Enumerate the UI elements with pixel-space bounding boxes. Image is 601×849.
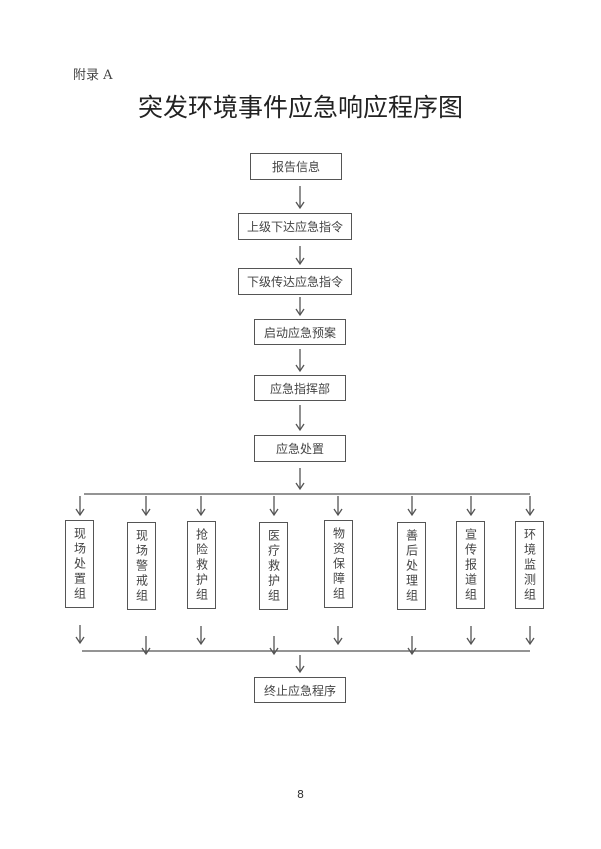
- arrow-head-icon: [295, 423, 305, 432]
- step-terminate: 终止应急程序: [254, 677, 346, 703]
- group-box: 抢险救护组: [187, 521, 216, 609]
- arrow-head-icon: [75, 508, 85, 517]
- arrow-head-icon: [295, 482, 305, 491]
- arrow-head-icon: [295, 201, 305, 210]
- arrow-head-icon: [196, 508, 206, 517]
- arrow-head-icon: [333, 508, 343, 517]
- group-box: 善后处理组: [397, 522, 426, 610]
- arrow-head-icon: [295, 364, 305, 373]
- step-subordinate-relay: 下级传达应急指令: [238, 268, 352, 295]
- arrow-head-icon: [525, 637, 535, 646]
- arrow-head-icon: [196, 637, 206, 646]
- appendix-label: 附录 A: [73, 68, 113, 83]
- group-box: 现场处置组: [65, 520, 94, 608]
- arrow-head-icon: [466, 637, 476, 646]
- arrow-head-icon: [75, 636, 85, 645]
- step-report-info: 报告信息: [250, 153, 342, 180]
- arrow-head-icon: [525, 508, 535, 517]
- group-box: 医疗救护组: [259, 522, 288, 610]
- step-superior-order: 上级下达应急指令: [238, 213, 352, 240]
- group-box: 现场警戒组: [127, 522, 156, 610]
- page-title: 突发环境事件应急响应程序图: [137, 93, 463, 122]
- arrow-head-icon: [295, 665, 305, 674]
- arrow-head-icon: [407, 647, 417, 656]
- arrow-head-icon: [333, 637, 343, 646]
- page-number: 8: [297, 788, 304, 801]
- step-command-center: 应急指挥部: [254, 375, 346, 401]
- step-emergency-handling: 应急处置: [254, 435, 346, 462]
- arrow-head-icon: [141, 508, 151, 517]
- arrow-head-icon: [141, 647, 151, 656]
- arrow-head-icon: [295, 257, 305, 266]
- arrow-head-icon: [269, 508, 279, 517]
- arrow-head-icon: [407, 508, 417, 517]
- arrow-head-icon: [295, 308, 305, 317]
- arrow-head-icon: [269, 647, 279, 656]
- arrow-head-icon: [466, 508, 476, 517]
- group-box: 环境监测组: [515, 521, 544, 609]
- group-box: 物资保障组: [324, 520, 353, 608]
- group-box: 宣传报道组: [456, 521, 485, 609]
- step-activate-plan: 启动应急预案: [254, 319, 346, 345]
